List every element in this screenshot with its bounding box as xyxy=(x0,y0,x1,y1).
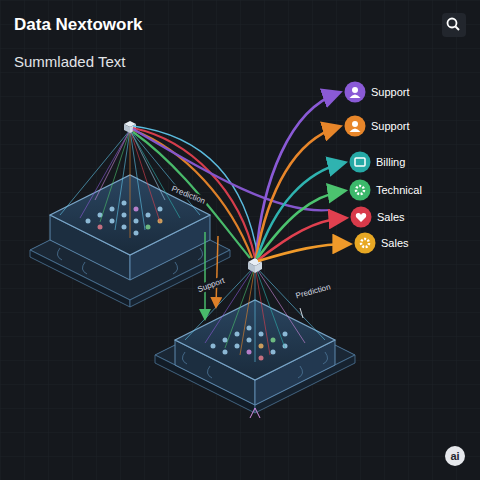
category-label: Sales xyxy=(377,211,405,223)
category-icon xyxy=(350,206,372,228)
category-item: Sales xyxy=(354,232,409,254)
subtitle: Summladed Text xyxy=(14,53,125,70)
category-arrows xyxy=(256,93,348,261)
category-item: Sales xyxy=(350,206,405,228)
ai-badge-text: ai xyxy=(450,450,459,462)
category-icon xyxy=(349,151,371,173)
category-icon xyxy=(344,115,366,137)
category-label: Support xyxy=(371,120,410,132)
category-label: Technical xyxy=(376,184,422,196)
category-icon xyxy=(344,81,366,103)
category-label: Support xyxy=(371,86,410,98)
ai-badge xyxy=(445,446,465,466)
platform-lower xyxy=(155,258,355,418)
category-icon xyxy=(349,179,371,201)
category-label: Sales xyxy=(381,237,409,249)
platform-upper xyxy=(30,121,230,307)
category-item: Support xyxy=(344,81,410,103)
category-item: Support xyxy=(344,115,410,137)
category-item: Technical xyxy=(349,179,422,201)
category-item: Billing xyxy=(349,151,405,173)
page-title: Data Nextowork xyxy=(14,15,142,35)
category-icon xyxy=(354,232,376,254)
search-button xyxy=(442,13,466,37)
category-label: Billing xyxy=(376,156,405,168)
